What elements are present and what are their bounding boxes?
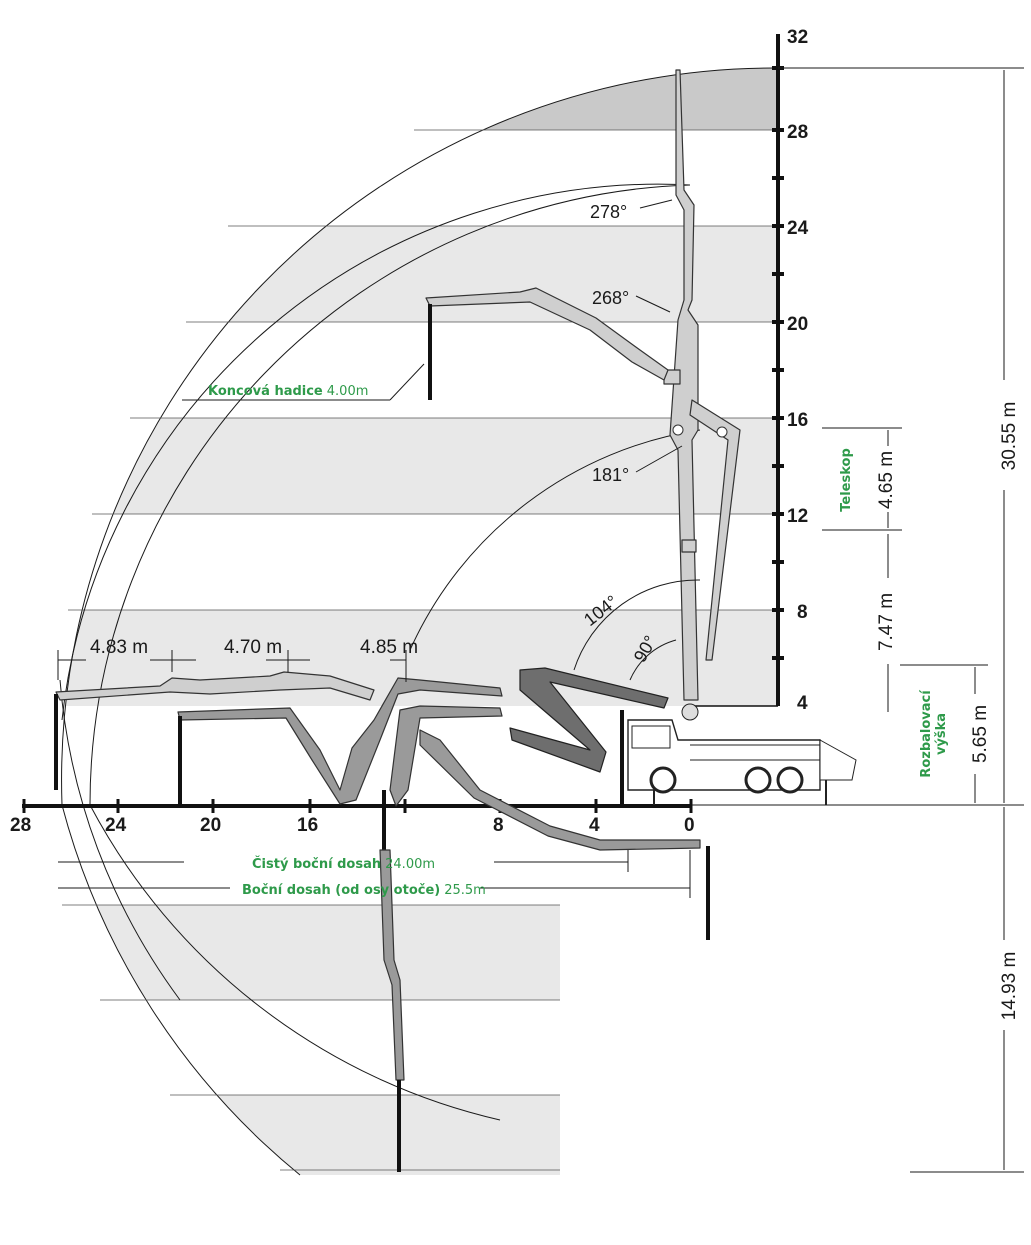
height-scale-labels: 32 28 24 20 16 12 8 4 xyxy=(787,27,809,714)
boom-upper-horizontal xyxy=(425,287,669,400)
boom-horizontal-light xyxy=(54,671,375,790)
height-tick-28: 28 xyxy=(787,122,808,143)
reach-tick-24: 24 xyxy=(105,815,127,836)
segment-dimensions: 4.83 m 4.70 m 4.85 m xyxy=(57,637,418,682)
truck xyxy=(627,703,857,805)
boom-folded-raised xyxy=(672,399,741,661)
angle-annotations: 278° 268° 181° 104° 90° xyxy=(573,199,701,681)
reach-tick-16: 16 xyxy=(297,815,318,836)
total-height-dim: 30.55 m xyxy=(999,402,1020,471)
reach-dimensions: Čistý boční dosah 24.00m Boční dosah (od … xyxy=(58,850,691,898)
net-reach-value: 24.00m xyxy=(385,857,435,872)
angle-268: 268° xyxy=(592,288,629,308)
reach-scale-labels: 28 24 20 16 8 4 0 xyxy=(10,815,695,836)
svg-text:Boční dosah (od osy otoče)25.5: Boční dosah (od osy otoče) 25.5m xyxy=(242,883,486,898)
end-hose-label: Koncová hadice xyxy=(208,384,323,399)
segment-dim-1: 4.83 m xyxy=(90,637,148,658)
telescope-dim: 4.65 m xyxy=(876,451,897,509)
reach-tick-0: 0 xyxy=(684,815,695,836)
boom-folded-low xyxy=(382,667,669,850)
height-tick-12: 12 xyxy=(787,506,808,527)
reach-envelope-lower xyxy=(62,905,560,1175)
reach-tick-28: 28 xyxy=(10,815,31,836)
height-tick-8: 8 xyxy=(797,602,808,623)
end-hose-callout: Koncová hadice 4.00m xyxy=(182,363,425,401)
reach-tick-8: 8 xyxy=(493,815,504,836)
reach-tick-20: 20 xyxy=(200,815,221,836)
height-tick-16: 16 xyxy=(787,410,808,431)
boom-lower xyxy=(379,729,710,1172)
telescope-label: Teleskop xyxy=(839,448,854,512)
segment-dim-3: 4.85 m xyxy=(360,637,418,658)
height-tick-4: 4 xyxy=(797,693,808,714)
reach-arc-3 xyxy=(409,429,701,651)
net-reach-label: Čistý boční dosah xyxy=(252,856,381,872)
angle-278: 278° xyxy=(590,202,627,222)
height-tick-32: 32 xyxy=(787,27,808,48)
unfold-height-dim: 5.65 m xyxy=(970,705,991,763)
unfold-label-line1: Rozbalovací xyxy=(919,689,934,778)
reach-label: Boční dosah (od osy otoče) xyxy=(242,883,440,898)
height-tick-24: 24 xyxy=(787,218,809,239)
boom-vertical xyxy=(663,69,699,701)
depth-dim: 14.93 m xyxy=(999,952,1020,1021)
boom-horizontal-dark xyxy=(177,677,503,805)
reach-value: 25.5m xyxy=(444,883,486,898)
right-dimensions: 30.55 m 14.93 m 4.65 m Teleskop 7.47 m 5… xyxy=(692,67,1024,1173)
unfold-label-line2: výška xyxy=(934,713,949,755)
reach-arc-2 xyxy=(89,184,691,806)
angle-181: 181° xyxy=(592,465,629,485)
height-tick-20: 20 xyxy=(787,314,808,335)
reach-tick-4: 4 xyxy=(589,815,600,836)
end-hose-value: 4.00m xyxy=(327,384,369,399)
segment-dim-2: 4.70 m xyxy=(224,637,282,658)
mid-height-dim: 7.47 m xyxy=(876,593,897,651)
